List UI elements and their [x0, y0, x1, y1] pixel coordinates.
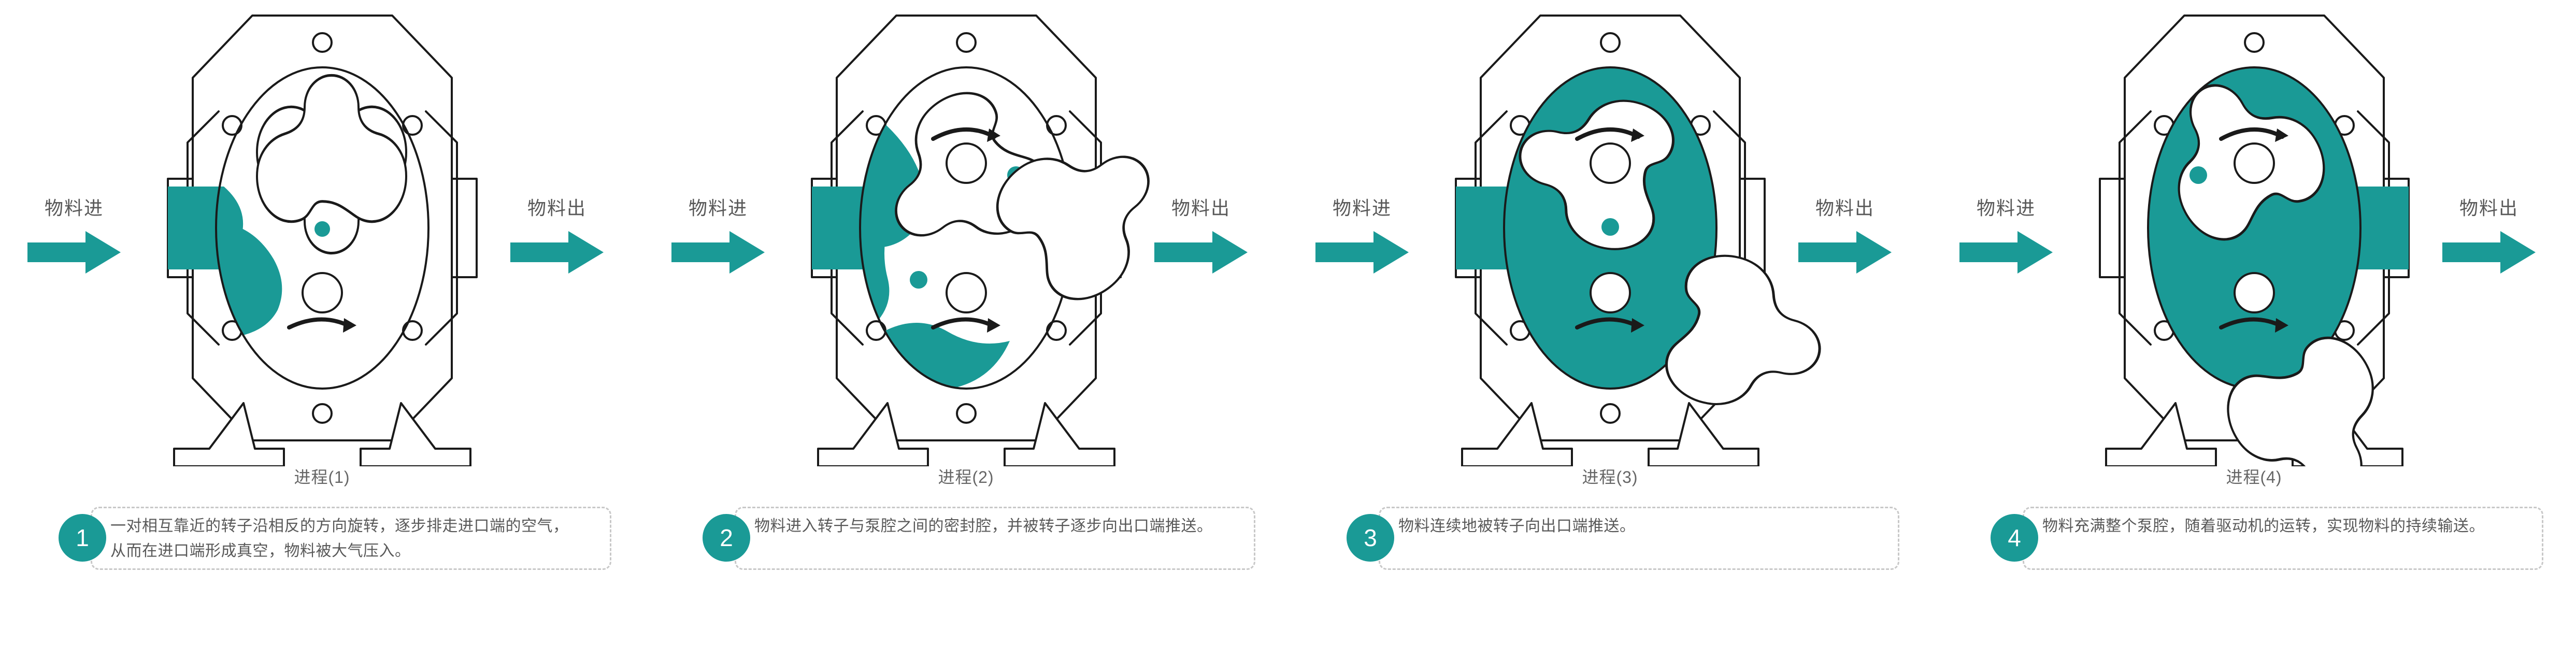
step-badge-1: 1: [59, 514, 106, 562]
process-label-4: 进程(4): [2226, 468, 2282, 487]
inlet-label: 物料进: [44, 197, 104, 219]
outlet-arrow-icon: [2442, 231, 2536, 274]
step-note-3: 3 物料连续地被转子向出口端推送。: [1316, 507, 1899, 570]
pump-diagram-3: 物料进 物料出: [1288, 0, 1932, 466]
outlet-label: 物料出: [1171, 197, 1230, 219]
inlet-arrow-icon: [1315, 231, 1409, 274]
outlet-label: 物料出: [1815, 197, 1874, 219]
outlet-flow-4: 物料出: [2429, 197, 2549, 274]
process-panel-2: 物料进 物料出 进程(2) 2 物料进入转子与泵腔之间的密封腔，并被转子逐步向出…: [644, 0, 1288, 658]
inlet-flow-3: 物料进: [1303, 197, 1422, 274]
outlet-arrow-icon: [1798, 231, 1892, 274]
pump-diagram-svg-2: [811, 15, 1150, 466]
inlet-flow-4: 物料进: [1947, 197, 2066, 274]
process-label-3: 进程(3): [1582, 468, 1638, 487]
pump-diagram-2: 物料进 物料出: [644, 0, 1288, 466]
note-text-3: 物料连续地被转子向出口端推送。: [1398, 518, 1636, 535]
pump-diagram-svg-3: [1455, 15, 1821, 466]
step-note-2: 2 物料进入转子与泵腔之间的密封腔，并被转子逐步向出口端推送。: [672, 507, 1255, 570]
inlet-flow-2: 物料进: [659, 197, 778, 274]
step-badge-4: 4: [1991, 514, 2038, 562]
step-badge-3: 3: [1347, 514, 1394, 562]
pump-diagram-svg-4: [2099, 15, 2410, 466]
process-label-2: 进程(2): [938, 468, 994, 487]
inlet-label: 物料进: [688, 197, 748, 219]
pump-diagram-svg-1: [167, 15, 478, 466]
inlet-arrow-icon: [671, 231, 765, 274]
process-label-1: 进程(1): [294, 468, 350, 487]
inlet-flow-1: 物料进: [15, 197, 134, 274]
outlet-arrow-icon: [510, 231, 604, 274]
inlet-label: 物料进: [1332, 197, 1392, 219]
step-note-4: 4 物料充满整个泵腔，随着驱动机的运转，实现物料的持续输送。: [1960, 507, 2543, 570]
rotor-bottom-1: [256, 74, 407, 333]
process-panel-1: 物料进 物料出 进程(1) 1 一对相互靠近的转子沿相反的方向旋转，逐步排走进口…: [0, 0, 644, 658]
outlet-label: 物料出: [2459, 197, 2518, 219]
outlet-flow-1: 物料出: [497, 197, 617, 274]
rotor-bottom-4: [2227, 336, 2374, 466]
inlet-label: 物料进: [1976, 197, 2036, 219]
fluid-region-1: [168, 187, 282, 338]
process-panel-3: 物料进 物料出 进程(3) 3 物料连续地被转子向出口端推送。: [1288, 0, 1932, 658]
note-text-4: 物料充满整个泵腔，随着驱动机的运转，实现物料的持续输送。: [2042, 518, 2485, 535]
pump-diagram-4: 物料进 物料出: [1932, 0, 2576, 466]
outlet-arrow-icon: [1154, 231, 1248, 274]
step-note-1: 1 一对相互靠近的转子沿相反的方向旋转，逐步排走进口端的空气，从而在进口端形成真…: [28, 507, 611, 570]
outlet-label: 物料出: [527, 197, 586, 219]
outlet-flow-3: 物料出: [1785, 197, 1905, 274]
process-panel-4: 物料进 物料出 进程(4) 4 物料充满整个泵腔，随着驱动机的运转，实现物料的持…: [1932, 0, 2576, 658]
note-text-1: 一对相互靠近的转子沿相反的方向旋转，逐步排走进口端的空气，从而在进口端形成真空，…: [110, 518, 569, 560]
note-text-2: 物料进入转子与泵腔之间的密封腔，并被转子逐步向出口端推送。: [754, 518, 1213, 535]
pump-diagram-1: 物料进 物料出: [0, 0, 644, 466]
rotor-bottom-3: [1665, 254, 1821, 405]
inlet-arrow-icon: [27, 231, 121, 274]
inlet-arrow-icon: [1959, 231, 2053, 274]
rotor-bottom-2: [996, 155, 1150, 301]
outlet-flow-2: 物料出: [1141, 197, 1261, 274]
step-badge-2: 2: [703, 514, 750, 562]
